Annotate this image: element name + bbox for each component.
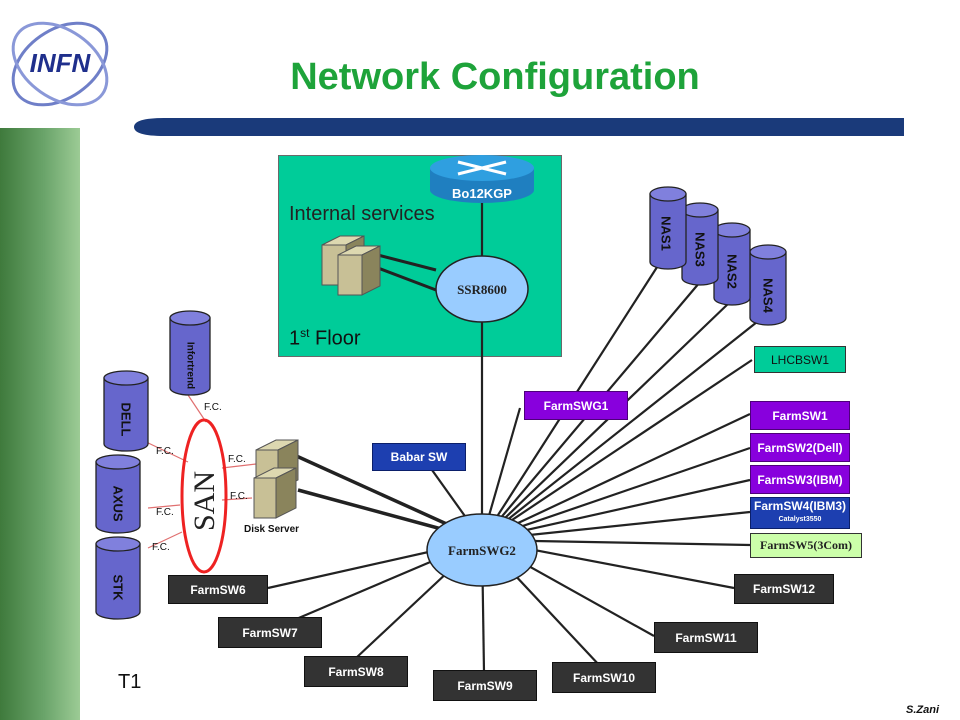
fc-label-diskserver-1: F.C. xyxy=(228,454,246,465)
farmswg2-label: FarmSWG2 xyxy=(448,543,516,558)
stk-label: STK xyxy=(110,574,126,601)
fc-label-stk: F.C. xyxy=(152,542,170,553)
farmswg2-node xyxy=(426,513,538,587)
page-title: Network Configuration xyxy=(290,56,700,98)
ssr8600-node xyxy=(435,255,529,323)
switch-lhcbsw1: LHCBSW1 xyxy=(754,346,846,373)
switch-farmsw10: FarmSW10 xyxy=(552,662,656,693)
switch-farmsw11: FarmSW11 xyxy=(654,622,758,653)
nas-cylinders xyxy=(649,186,787,326)
fc-label-infortrend: F.C. xyxy=(204,402,222,413)
fc-label-diskserver-2: F.C. xyxy=(230,491,248,502)
ssr8600-label: SSR8600 xyxy=(457,282,507,297)
switch-farmsw9: FarmSW9 xyxy=(433,670,537,701)
switch-farmsw3: FarmSW3(IBM) xyxy=(750,465,850,494)
disk-server-icon xyxy=(253,439,299,519)
farm-links xyxy=(267,249,763,673)
nas4-label: NAS4 xyxy=(760,278,776,313)
tier-label: T1 xyxy=(118,671,142,693)
switch-farmsw4: FarmSW4(IBM3) Catalyst3550 xyxy=(750,497,850,529)
switch-farmsw4-sublabel: Catalyst3550 xyxy=(778,516,822,523)
floor-label: 1st Floor xyxy=(289,326,361,350)
disk-server-label: Disk Server xyxy=(244,524,300,535)
fc-label-axus: F.C. xyxy=(156,507,174,518)
san-ellipse xyxy=(180,418,228,574)
switch-farmsw8: FarmSW8 xyxy=(304,656,408,687)
author-label: S.Zani xyxy=(906,704,940,716)
router-label: Bo12KGP xyxy=(452,186,512,201)
infn-logo: INFN xyxy=(11,21,109,107)
title-underline-band xyxy=(134,118,904,136)
switch-farmsw1: FarmSW1 xyxy=(750,401,850,430)
nas1-label: NAS1 xyxy=(658,216,674,251)
switch-babar: Babar SW xyxy=(372,443,466,471)
switch-farmsw7: FarmSW7 xyxy=(218,617,322,648)
fc-label-dell: F.C. xyxy=(156,446,174,457)
switch-farmswg1: FarmSWG1 xyxy=(524,391,628,420)
sidebar-gradient xyxy=(0,128,80,720)
axus-label: AXUS xyxy=(110,485,126,522)
switch-farmsw6: FarmSW6 xyxy=(168,575,268,604)
switch-farmsw5: FarmSW5(3Com) xyxy=(750,533,862,558)
dell-label: DELL xyxy=(118,402,134,437)
san-label: SAN xyxy=(188,471,221,532)
switch-farmsw4-label: FarmSW4(IBM3) xyxy=(753,499,846,513)
room-title: Internal services xyxy=(289,203,435,225)
internal-servers-icon xyxy=(321,235,381,296)
nas2-label: NAS2 xyxy=(724,254,740,289)
infortrend-label: Infortrend xyxy=(184,341,196,390)
router-arrows-icon xyxy=(457,160,507,176)
storage-cylinders xyxy=(95,310,211,620)
nas3-label: NAS3 xyxy=(692,232,708,267)
switch-farmsw2: FarmSW2(Dell) xyxy=(750,433,850,462)
switch-farmsw12: FarmSW12 xyxy=(734,574,834,604)
router-bo12kgp xyxy=(430,155,534,203)
logo-text: INFN xyxy=(30,48,92,78)
